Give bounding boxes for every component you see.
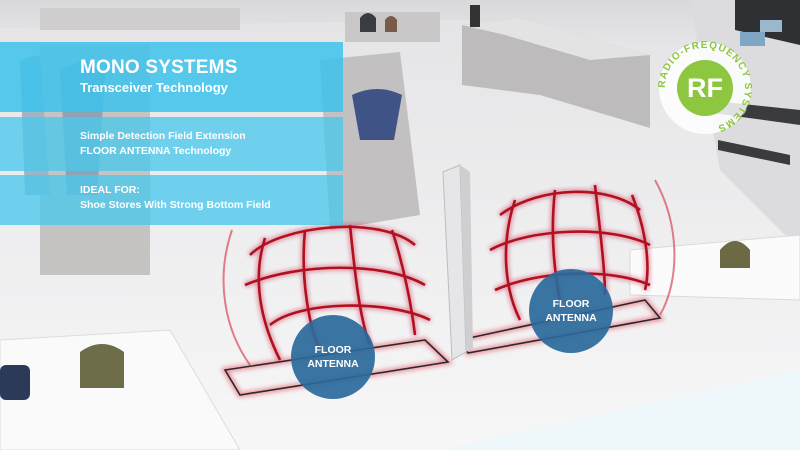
- ideal-text: Shoe Stores With Strong Bottom Field: [80, 199, 271, 211]
- counter-monitor: [470, 5, 480, 27]
- system-subtitle: Transceiver Technology: [80, 80, 228, 95]
- left-bench: [0, 329, 241, 450]
- badge-line-1: FLOOR: [552, 298, 590, 310]
- rf-logo: RADIO-FREQUENCY SYSTEMS RF: [655, 38, 755, 138]
- rf-pedestal-side: [460, 165, 473, 352]
- feature-line-2: FLOOR ANTENNA Technology: [80, 145, 232, 157]
- folded-shirt: [352, 89, 402, 140]
- badge-line-2: ANTENNA: [545, 312, 597, 324]
- info-panel-header: MONO SYSTEMS Transceiver Technology: [0, 42, 343, 112]
- system-title: MONO SYSTEMS: [80, 57, 238, 78]
- shelf-box-light: [760, 20, 782, 32]
- floor-antenna-badge-right: FLOOR ANTENNA: [529, 269, 613, 353]
- bag-on-bench: [720, 241, 750, 268]
- ideal-heading: IDEAL FOR:: [80, 184, 140, 196]
- entrance-floor: [440, 370, 800, 450]
- counter-top: [462, 18, 650, 60]
- info-panel-ideal: IDEAL FOR: Shoe Stores With Strong Botto…: [0, 175, 343, 225]
- shoes: [0, 365, 30, 400]
- rf-logo-core: RF: [677, 60, 733, 116]
- shelf-box-blue: [740, 32, 765, 46]
- handbag-brown: [385, 16, 397, 32]
- bag-left-bench: [80, 344, 124, 388]
- back-bench: [40, 8, 240, 30]
- badge-line-2: ANTENNA: [307, 358, 359, 370]
- badge-line-1: FLOOR: [314, 344, 352, 356]
- feature-line-1: Simple Detection Field Extension: [80, 130, 246, 142]
- info-panel-features: Simple Detection Field Extension FLOOR A…: [0, 117, 343, 171]
- floor-antenna-badge-left: FLOOR ANTENNA: [291, 315, 375, 399]
- handbag: [360, 13, 376, 32]
- wall-shelf-low: [718, 140, 790, 165]
